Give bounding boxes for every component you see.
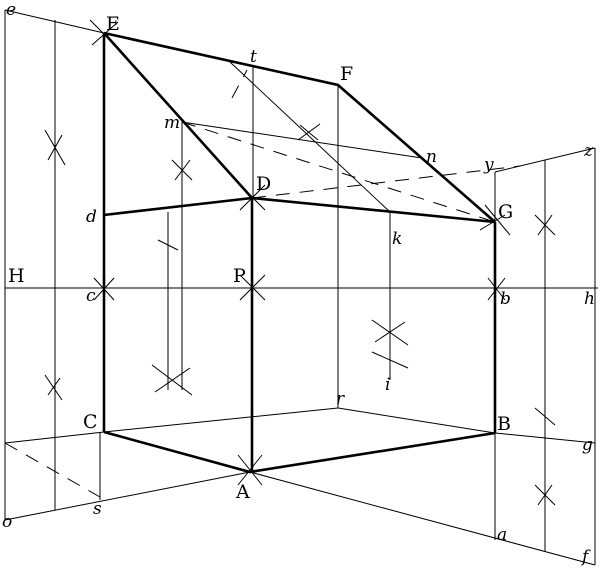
label-t: t bbox=[250, 47, 257, 67]
tick-marks bbox=[44, 19, 556, 506]
right-plane bbox=[249, 147, 596, 566]
label-A: A bbox=[235, 481, 250, 503]
label-P: P bbox=[233, 265, 246, 287]
label-b: b bbox=[500, 289, 511, 309]
solid-figure bbox=[102, 31, 497, 474]
label-k: k bbox=[392, 229, 402, 249]
label-E: E bbox=[106, 13, 120, 35]
label-y: y bbox=[483, 155, 494, 175]
left-plane bbox=[4, 9, 251, 521]
label-r: r bbox=[336, 389, 345, 409]
label-H: H bbox=[8, 265, 25, 287]
label-n: n bbox=[426, 147, 437, 167]
construction-lines bbox=[103, 61, 521, 434]
label-e: e bbox=[6, 0, 16, 20]
label-G: G bbox=[498, 201, 513, 223]
label-s: s bbox=[93, 499, 102, 519]
label-z: z bbox=[583, 141, 594, 161]
label-C: C bbox=[83, 411, 98, 433]
label-c: c bbox=[86, 286, 96, 306]
label-f: f bbox=[580, 547, 591, 567]
label-D: D bbox=[256, 173, 271, 195]
label-h: h bbox=[584, 289, 595, 309]
label-a: a bbox=[497, 525, 507, 545]
label-d: d bbox=[86, 207, 97, 227]
label-o: o bbox=[2, 512, 12, 532]
label-g: g bbox=[582, 435, 593, 455]
label-m: m bbox=[164, 113, 180, 133]
label-i: i bbox=[385, 375, 390, 395]
label-F: F bbox=[340, 63, 353, 85]
label-B: B bbox=[497, 413, 511, 435]
